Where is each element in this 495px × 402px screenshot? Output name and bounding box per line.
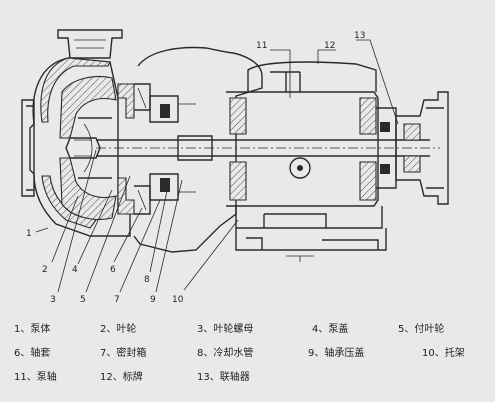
callout-12: 12 bbox=[324, 41, 335, 51]
impeller-nut bbox=[65, 137, 101, 159]
parts-legend: 1、泵体 2、叶轮 3、叶轮螺母 4、泵盖 5、付叶轮 6、轴套 7、密封箱 8… bbox=[12, 320, 492, 392]
callout-9: 9 bbox=[150, 295, 156, 305]
legend-item-auxiliary-impeller: 5、付叶轮 bbox=[398, 324, 445, 335]
legend-row: 11、泵轴 12、标牌 13、联轴器 bbox=[12, 368, 492, 392]
callout-10: 10 bbox=[172, 295, 184, 305]
legend-item-bracket: 10、托架 bbox=[422, 348, 465, 359]
legend-item-pump-cover: 4、泵盖 bbox=[312, 324, 349, 335]
pump-casing bbox=[21, 57, 131, 237]
impeller bbox=[59, 75, 117, 221]
callout-6: 6 bbox=[110, 265, 116, 275]
leader-lines bbox=[35, 39, 399, 293]
callout-13: 13 bbox=[354, 31, 365, 41]
bearing-bracket bbox=[133, 46, 387, 262]
legend-row: 1、泵体 2、叶轮 3、叶轮螺母 4、泵盖 5、付叶轮 bbox=[12, 320, 492, 344]
callout-1: 1 bbox=[26, 229, 32, 239]
legend-item-seal-box: 7、密封箱 bbox=[100, 348, 147, 359]
callout-11: 11 bbox=[256, 41, 267, 51]
legend-row: 6、轴套 7、密封箱 8、冷却水管 9、轴承压盖 10、托架 bbox=[12, 344, 492, 368]
callout-3: 3 bbox=[50, 295, 56, 305]
callout-2: 2 bbox=[42, 265, 48, 275]
legend-item-pump-body: 1、泵体 bbox=[14, 324, 51, 335]
seal-box bbox=[149, 95, 196, 201]
coupling bbox=[395, 91, 449, 205]
pump-cross-section: 1 2 3 4 5 6 7 8 9 10 11 12 13 bbox=[21, 29, 449, 305]
legend-item-impeller-nut: 3、叶轮螺母 bbox=[197, 324, 254, 335]
callout-5: 5 bbox=[80, 295, 86, 305]
pump-shaft bbox=[96, 135, 440, 161]
legend-item-coupling: 13、联轴器 bbox=[197, 372, 250, 383]
discharge-nozzle bbox=[57, 29, 123, 59]
callout-7: 7 bbox=[114, 295, 120, 305]
legend-item-impeller: 2、叶轮 bbox=[100, 324, 137, 335]
callout-8: 8 bbox=[144, 275, 150, 285]
legend-item-shaft-sleeve: 6、轴套 bbox=[14, 348, 51, 359]
legend-item-pump-shaft: 11、泵轴 bbox=[14, 372, 57, 383]
callout-4: 4 bbox=[72, 265, 78, 275]
legend-item-cooling-pipe: 8、冷却水管 bbox=[197, 348, 254, 359]
callout-numbers: 1 2 3 4 5 6 7 8 9 10 11 12 13 bbox=[26, 31, 365, 305]
legend-item-bearing-cover: 9、轴承压盖 bbox=[308, 348, 365, 359]
pump-cover bbox=[117, 83, 151, 215]
legend-item-nameplate: 12、标牌 bbox=[100, 372, 143, 383]
